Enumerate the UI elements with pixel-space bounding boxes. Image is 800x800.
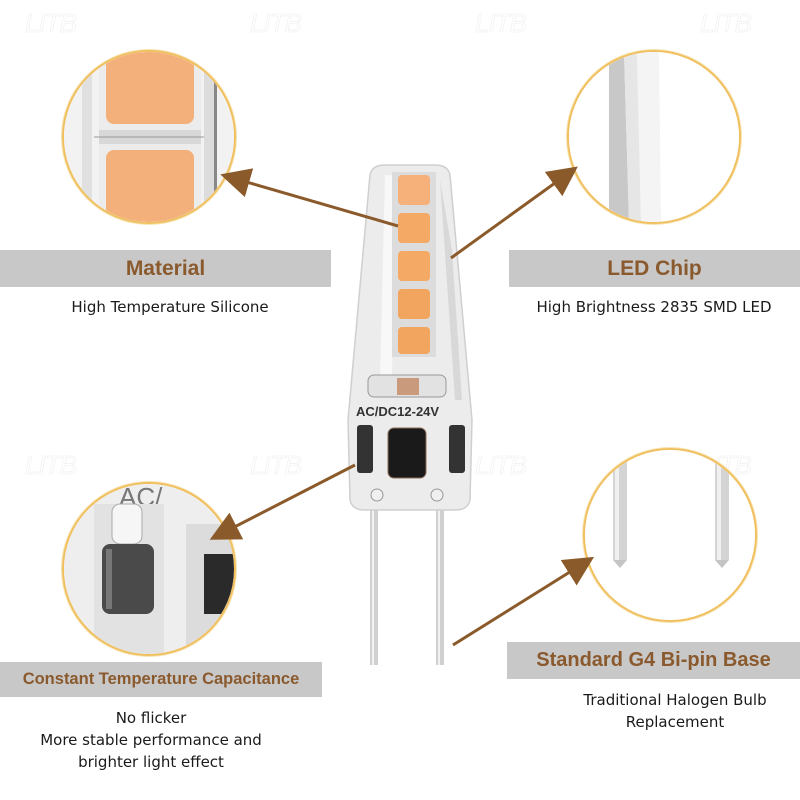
silicone-edge-closeup-icon [569,52,739,222]
watermark: LITB [25,8,78,39]
callout-arrows [209,166,595,647]
bi-pin-detail-circle [583,448,757,622]
led-chip-detail-circle [567,50,741,224]
capacitor-closeup-icon: AC/ [64,484,234,654]
feature-banner-bi-pin: Standard G4 Bi-pin Base [507,642,800,679]
resistor-icon [397,378,419,395]
feature-banner-led-chip: LED Chip [509,250,800,287]
capacitor-icon [357,425,373,473]
watermark: LITB [250,8,303,39]
voltage-label: AC/DC12-24V [356,404,439,419]
feature-description: No flicker More stable performance and b… [40,709,262,771]
watermark: LITB [475,8,528,39]
feature-title: Material [125,256,206,280]
watermark: LITB [700,8,753,39]
feature-description: High Brightness 2835 SMD LED [536,298,772,316]
watermark: LITB [25,450,78,481]
feature-banner-capacitance: Constant Temperature Capacitance [0,662,322,697]
watermark: LITB [250,450,303,481]
feature-title: Constant Temperature Capacitance [22,670,300,688]
pin-right-icon [436,500,444,665]
watermark: LITB [475,450,528,481]
arrow-to-led-chip-icon [450,166,578,260]
silicone-body-icon [347,164,473,511]
feature-description: High Temperature Silicone [71,298,269,316]
capacitor-detail-circle: AC/ [62,482,236,656]
ic-chip-icon [387,427,427,479]
feature-title: LED Chip [607,256,702,280]
feature-banner-material: Material [0,250,331,287]
feature-title: Standard G4 Bi-pin Base [536,649,771,671]
bi-pin-closeup-icon [585,450,755,620]
material-detail-circle [62,50,236,224]
arrow-to-bi-pin-icon [452,556,595,647]
feature-description: Traditional Halogen Bulb Replacement [583,691,767,731]
arrow-to-material-icon [220,168,399,228]
led-chips [398,175,430,354]
pin-left-icon [370,500,378,665]
silicone-led-closeup-icon [64,52,234,222]
